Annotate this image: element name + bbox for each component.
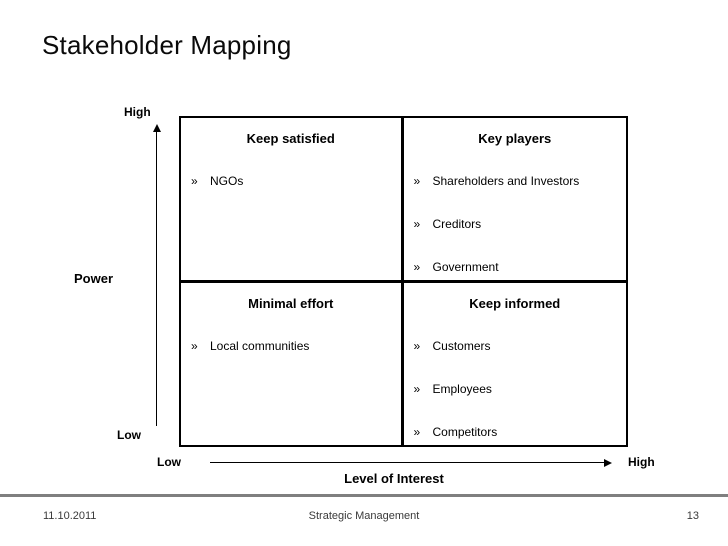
stakeholder-item: » Government (414, 260, 627, 275)
footer-date: 11.10.2011 (43, 510, 97, 522)
power-low-label: Low (117, 428, 141, 442)
stakeholder-label: Competitors (432, 425, 498, 439)
power-axis-line (156, 131, 157, 426)
interest-low-label: Low (157, 455, 181, 469)
bullet-icon: » (191, 339, 198, 353)
bullet-icon: » (413, 425, 421, 439)
power-axis-title: Power (74, 271, 114, 286)
interest-axis-arrow-icon (604, 458, 612, 467)
stakeholder-matrix: Keep satisfied » NGOs Key players » Shar… (179, 116, 628, 447)
quadrant-minimal-effort: Minimal effort » Local communities (181, 283, 404, 445)
stakeholder-label: Creditors (432, 217, 482, 231)
stakeholder-item: » NGOs (191, 174, 401, 189)
interest-axis-line (210, 462, 606, 463)
stakeholder-label: Shareholders and Investors (432, 174, 580, 188)
footer-divider (0, 494, 728, 497)
stakeholder-label: Local communities (210, 339, 310, 353)
quadrant-heading: Keep satisfied (246, 131, 335, 146)
quadrant-keep-satisfied: Keep satisfied » NGOs (181, 118, 404, 283)
stakeholder-item: » Customers (414, 339, 627, 354)
bullet-icon: » (413, 174, 421, 188)
quadrant-keep-informed: Keep informed » Customers » Employees » … (404, 283, 627, 445)
stakeholder-label: NGOs (210, 174, 244, 188)
stakeholder-label: Government (432, 260, 499, 274)
stakeholder-item: » Local communities (191, 339, 401, 354)
footer-course-name: Strategic Management (308, 510, 420, 522)
bullet-icon: » (413, 339, 421, 353)
quadrant-heading: Minimal effort (248, 296, 334, 311)
quadrant-heading: Key players (478, 131, 552, 146)
stakeholder-item: » Creditors (414, 217, 627, 232)
stakeholder-item: » Employees (414, 382, 627, 397)
power-high-label: High (124, 105, 151, 119)
interest-axis-title: Level of Interest (344, 471, 444, 486)
interest-high-label: High (628, 455, 655, 469)
page-title: Stakeholder Mapping (42, 30, 292, 60)
footer-page-number: 13 (686, 510, 699, 522)
stakeholder-item: » Shareholders and Investors (414, 174, 627, 189)
quadrant-key-players: Key players » Shareholders and Investors… (403, 118, 627, 283)
bullet-icon: » (413, 217, 421, 231)
power-axis-arrow-icon (152, 124, 161, 132)
stakeholder-label: Customers (432, 339, 491, 353)
bullet-icon: » (413, 260, 421, 274)
quadrant-heading: Keep informed (469, 296, 561, 311)
stakeholder-label: Employees (432, 382, 492, 396)
stakeholder-item: » Competitors (414, 425, 627, 440)
bullet-icon: » (413, 382, 421, 396)
bullet-icon: » (191, 174, 198, 188)
